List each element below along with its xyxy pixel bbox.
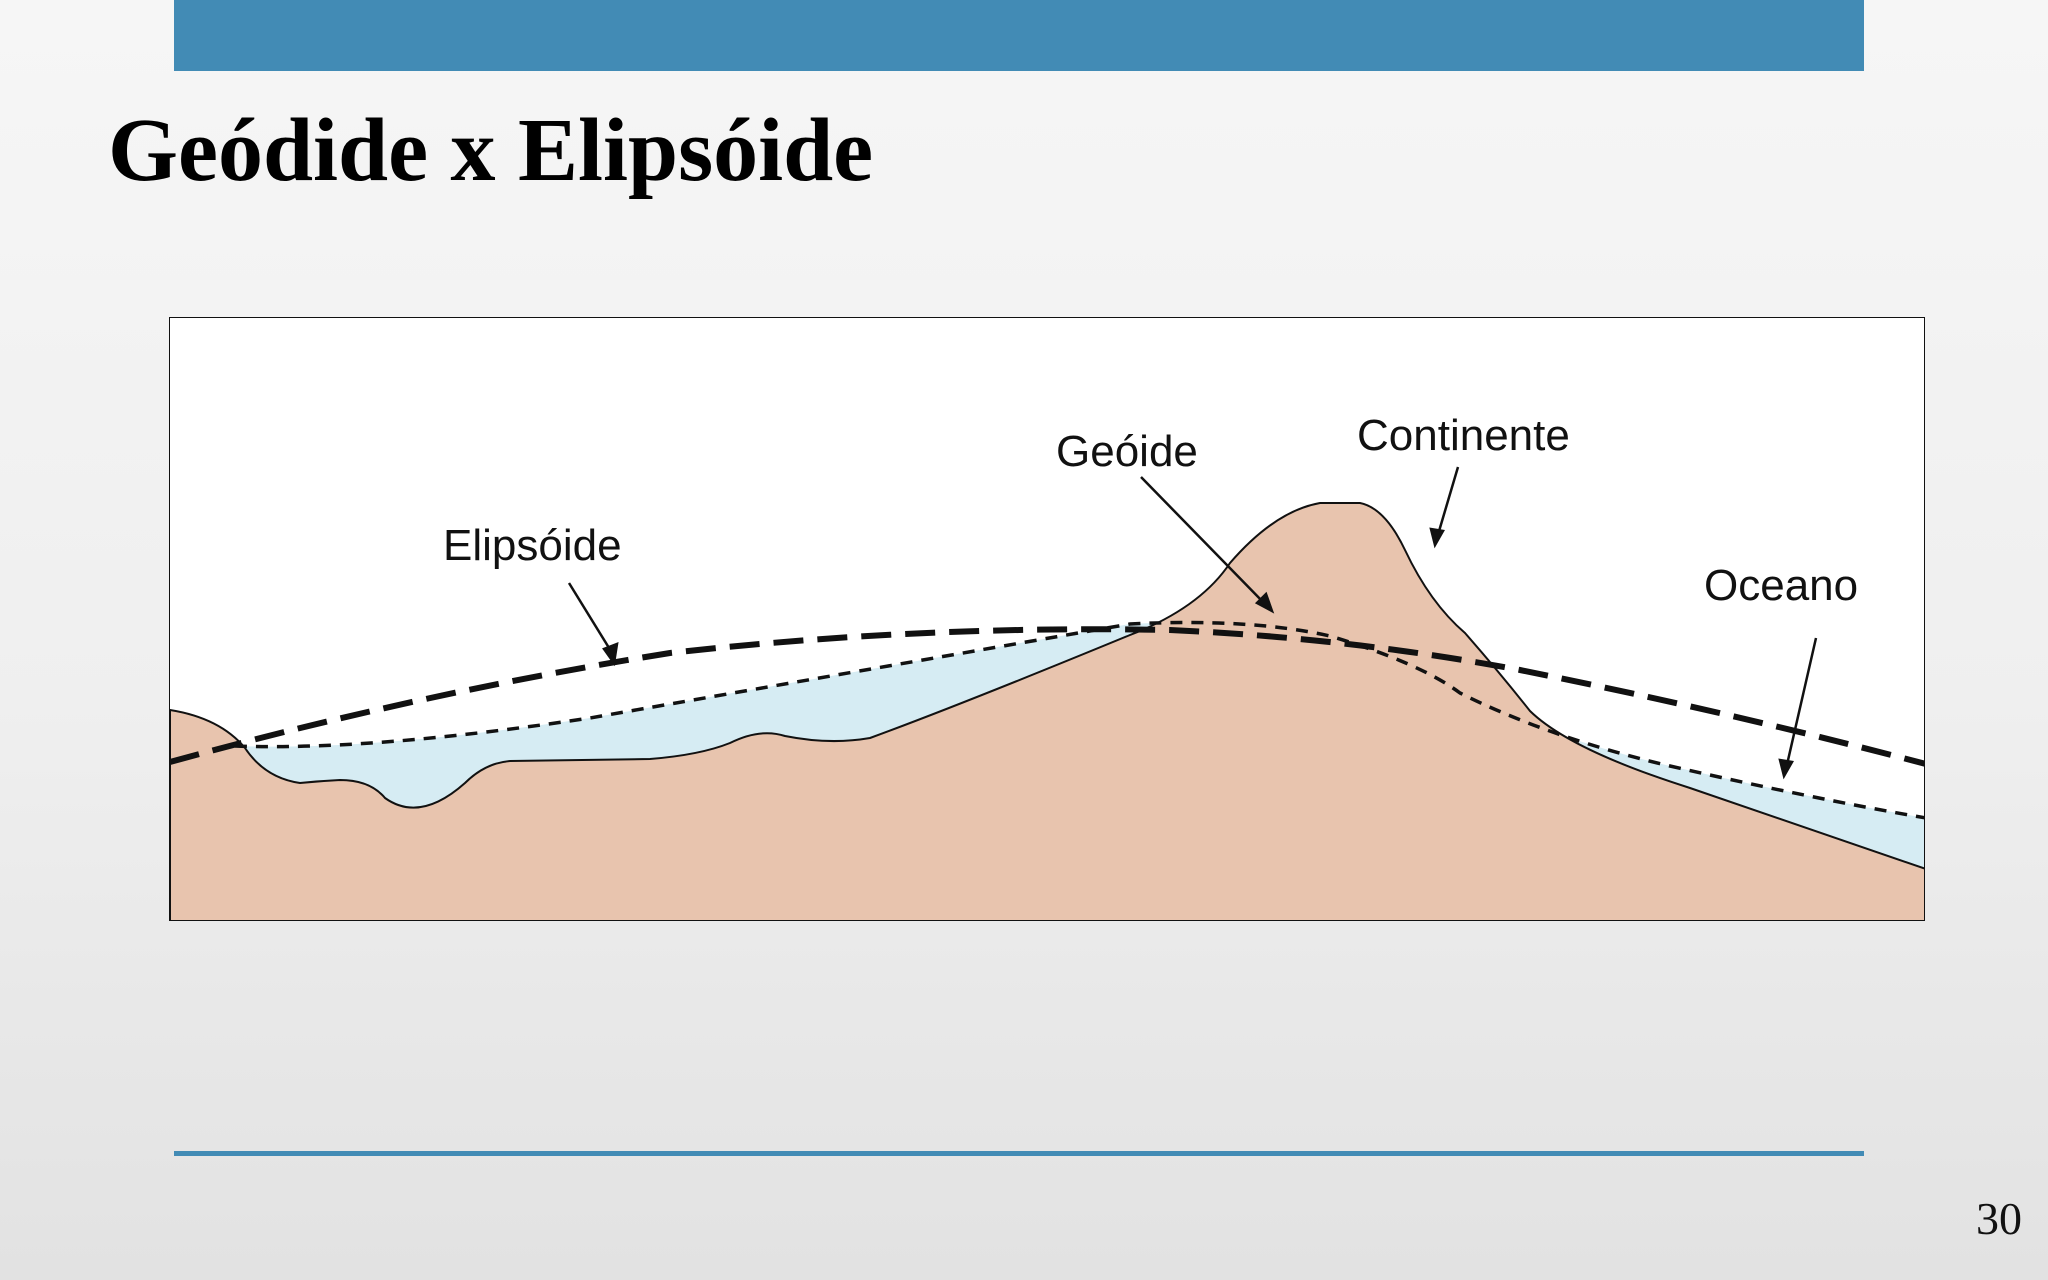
continent-label: Continente: [1357, 411, 1570, 460]
ellipsoid-pointer-arrow: [567, 582, 619, 667]
ocean-label: Oceano: [1704, 561, 1858, 610]
page-number: 30: [1976, 1193, 2022, 1244]
ocean-pointer-arrow: [1778, 637, 1818, 780]
continent-terrain: [170, 502, 1924, 920]
geoid-pointer-arrow: [1140, 476, 1275, 614]
geoid-ellipsoid-diagram: Elipsóide Geóide Continente Oceano: [169, 317, 1925, 921]
slide-title: Geódide x Elipsóide: [108, 101, 874, 200]
geoid-label: Geóide: [1056, 427, 1198, 476]
ellipsoid-line: [170, 626, 1924, 767]
continent-pointer-arrow: [1429, 466, 1460, 549]
geoid-line: [234, 620, 1924, 820]
header-accent-bar: [174, 0, 1864, 71]
ellipsoid-label: Elipsóide: [443, 521, 622, 570]
diagram-canvas: Elipsóide Geóide Continente Oceano: [170, 411, 1924, 920]
footer-rule: [174, 1151, 1864, 1156]
